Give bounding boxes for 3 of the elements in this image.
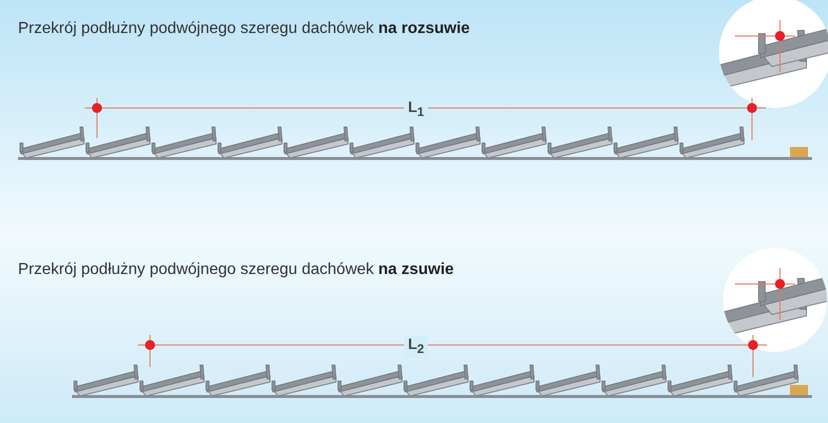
section-heading: Przekrój podłużny podwójnego szeregu dachówek na rozsuwie [18, 20, 470, 38]
dimension-label: L$_{2}$ [404, 336, 428, 358]
section-heading: Przekrój podłużny podwójnego szeregu dachówek na zsuwie [18, 261, 454, 279]
